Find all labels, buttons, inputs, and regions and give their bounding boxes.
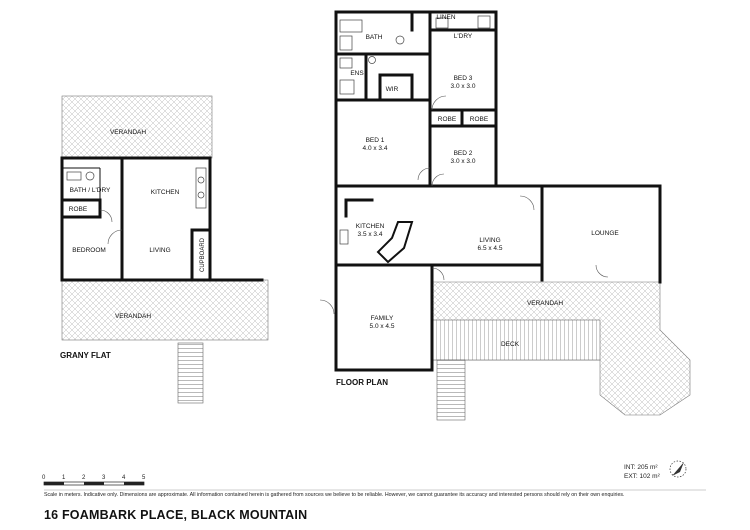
granny-verandah-top-label: VERANDAH [110,129,146,136]
scale-tick-3: 3 [102,475,106,481]
bed3-label: BED 3 [454,75,473,82]
bed2-label: BED 2 [454,150,473,157]
granny-flat-title: GRANY FLAT [60,351,111,360]
compass-icon [669,460,687,478]
granny-kitchen-label: KITCHEN [151,189,180,196]
granny-robe-label: ROBE [69,206,88,213]
external-area: EXT: 102 m² [624,473,660,480]
granny-flat: VERANDAH BATH / L'DRY KITCHEN ROBE BEDRO… [60,95,269,404]
granny-cupboard-label: CUPBOARD [200,237,206,272]
granny-bath-laundry-label: BATH / L'DRY [70,187,111,194]
granny-verandah-bottom-label: VERANDAH [115,313,151,320]
living-dimensions: 6.5 x 4.5 [478,245,503,252]
internal-area: INT: 205 m² [624,464,658,471]
family-dimensions: 5.0 x 4.5 [370,323,395,330]
kitchen-label: KITCHEN [356,223,385,230]
scale-tick-5: 5 [142,475,146,481]
living-label: LIVING [479,237,500,244]
wir-label: WIR [386,86,399,93]
main-stairs [436,359,466,421]
bed3-dimensions: 3.0 x 3.0 [451,83,476,90]
floor-plan-title: FLOOR PLAN [336,378,388,387]
granny-verandah-top [61,95,213,159]
bed2-dimensions: 3.0 x 3.0 [451,158,476,165]
granny-stairs [177,342,204,404]
deck-label: DECK [501,341,520,348]
property-address: 16 FOAMBARK PLACE, BLACK MOUNTAIN [44,508,308,522]
verandah-label: VERANDAH [527,300,563,307]
area-summary: INT: 205 m² EXT: 102 m² [624,463,660,481]
family-label: FAMILY [371,315,394,322]
lounge-label: LOUNGE [591,230,619,237]
bath-label: BATH [366,34,383,41]
granny-bedroom-label: BEDROOM [72,247,106,254]
robe-2-label: ROBE [470,116,489,123]
granny-living-label: LIVING [149,247,170,254]
main-deck [431,319,601,361]
kitchen-dimensions: 3.5 x 3.4 [358,231,383,238]
ensuite-label: ENS [350,70,364,77]
scale-bar [43,481,145,486]
robe-1-label: ROBE [438,116,457,123]
scale-tick-2: 2 [82,475,86,481]
laundry-label: L'DRY [454,33,473,40]
granny-verandah-bottom [61,279,269,341]
scale-tick-0: 0 [42,475,46,481]
bed1-dimensions: 4.0 x 3.4 [363,145,388,152]
linen-label: LINEN [436,14,455,21]
disclaimer: Scale in meters. Indicative only. Dimens… [44,492,625,498]
scale-tick-1: 1 [62,475,66,481]
bed1-label: BED 1 [366,137,385,144]
main-house: BATH LINEN L'DRY ENS WIR BED 3 3.0 x 3.0… [319,10,691,421]
scale-tick-4: 4 [122,475,126,481]
